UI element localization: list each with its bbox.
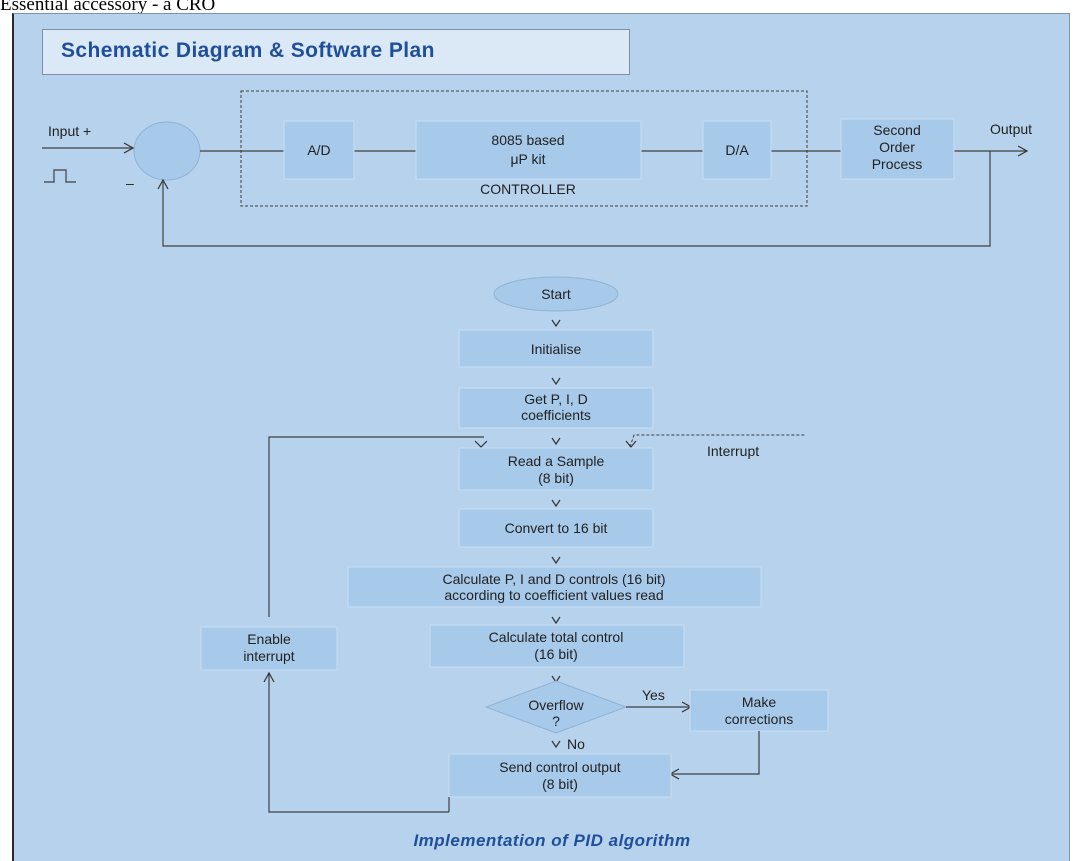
yes-label: Yes <box>642 687 665 703</box>
no-arrow <box>551 740 561 749</box>
overflow-label-line1: Overflow <box>528 697 584 713</box>
process-block <box>840 118 955 180</box>
da-block <box>702 120 772 180</box>
diagram-svg: Input + – A/D 8085 based μP kit D/A Seco… <box>42 90 1032 850</box>
controller-boundary <box>240 90 808 207</box>
enable-interrupt-line2: interrupt <box>243 648 294 664</box>
get-coefficients-box <box>458 387 654 429</box>
da-label: D/A <box>725 142 749 158</box>
diagram-caption: Implementation of PID algorithm <box>413 831 690 850</box>
minus-sign: – <box>126 175 134 191</box>
send-to-enable-arrow <box>263 671 275 683</box>
arrow-convert-calc <box>551 556 561 565</box>
interrupt-arrow <box>625 440 637 448</box>
start-label: Start <box>541 286 571 302</box>
overflow-decision <box>484 680 628 734</box>
corrections-return-line <box>671 731 760 775</box>
output-label: Output <box>990 121 1032 137</box>
arrow-coeff-read <box>551 437 561 446</box>
get-coefficients-line1: Get P, I, D <box>524 391 588 407</box>
controller-label: CONTROLLER <box>480 181 576 197</box>
ad-block <box>283 120 355 180</box>
arrow-initialise-coeff <box>551 377 561 386</box>
initialise-label: Initialise <box>531 341 582 357</box>
arrow-read-convert <box>551 499 561 508</box>
enable-interrupt-box <box>200 626 338 671</box>
flowchart: Start Initialise Get P, I, D coefficient… <box>200 276 829 850</box>
title-box: Schematic Diagram & Software Plan <box>42 29 630 75</box>
process-label-line3: Process <box>872 156 923 172</box>
make-corrections-line2: corrections <box>725 711 793 727</box>
calculate-total-line1: Calculate total control <box>489 629 624 645</box>
send-output-box <box>448 753 672 798</box>
loop-back-arrow <box>474 440 488 448</box>
no-label: No <box>567 736 585 752</box>
overflow-label-line2: ? <box>552 713 560 729</box>
arrow-start-initialise <box>551 319 561 328</box>
process-label-line2: Order <box>879 139 915 155</box>
calculate-pid-box <box>347 566 762 608</box>
make-corrections-box <box>689 689 829 732</box>
feedback-arrow <box>157 178 169 190</box>
input-arrow <box>123 142 135 154</box>
step-input-icon <box>44 169 76 183</box>
process-label-line1: Second <box>873 122 920 138</box>
initialise-box <box>458 329 654 368</box>
interrupt-line <box>629 434 806 448</box>
convert-label: Convert to 16 bit <box>505 520 608 536</box>
loop-back-line <box>268 436 484 617</box>
ad-label: A/D <box>307 142 330 158</box>
make-corrections-line1: Make <box>742 694 776 710</box>
convert-box <box>458 508 654 548</box>
summing-junction <box>133 121 201 181</box>
kit-label-line2: μP kit <box>510 151 545 167</box>
interrupt-label: Interrupt <box>707 443 759 459</box>
feedback-line <box>162 151 991 247</box>
arrow-calc-total <box>551 616 561 625</box>
microprocessor-kit-block <box>415 120 642 180</box>
kit-label-line1: 8085 based <box>491 132 564 148</box>
calculate-total-box <box>429 624 685 668</box>
send-output-line1: Send control output <box>499 759 621 775</box>
output-arrow <box>1017 145 1029 157</box>
calculate-total-line2: (16 bit) <box>534 646 578 662</box>
send-output-line2: (8 bit) <box>542 776 578 792</box>
read-sample-line2: (8 bit) <box>538 470 574 486</box>
get-coefficients-line2: coefficients <box>521 407 591 423</box>
read-sample-box <box>458 447 654 491</box>
diagram-panel: Schematic Diagram & Software Plan <box>12 13 1070 861</box>
enable-interrupt-line1: Enable <box>247 631 291 647</box>
calculate-pid-line2: according to coefficient values read <box>444 587 663 603</box>
send-to-enable-line <box>268 674 449 813</box>
read-sample-line1: Read a Sample <box>508 453 605 469</box>
header-text: Essential accessory - a CRO <box>0 0 216 15</box>
schematic: Input + – A/D 8085 based μP kit D/A Seco… <box>42 90 1032 247</box>
calculate-pid-line1: Calculate P, I and D controls (16 bit) <box>442 571 665 587</box>
start-node <box>493 276 619 312</box>
diagram-title: Schematic Diagram & Software Plan <box>61 39 435 62</box>
input-label: Input + <box>48 123 91 139</box>
